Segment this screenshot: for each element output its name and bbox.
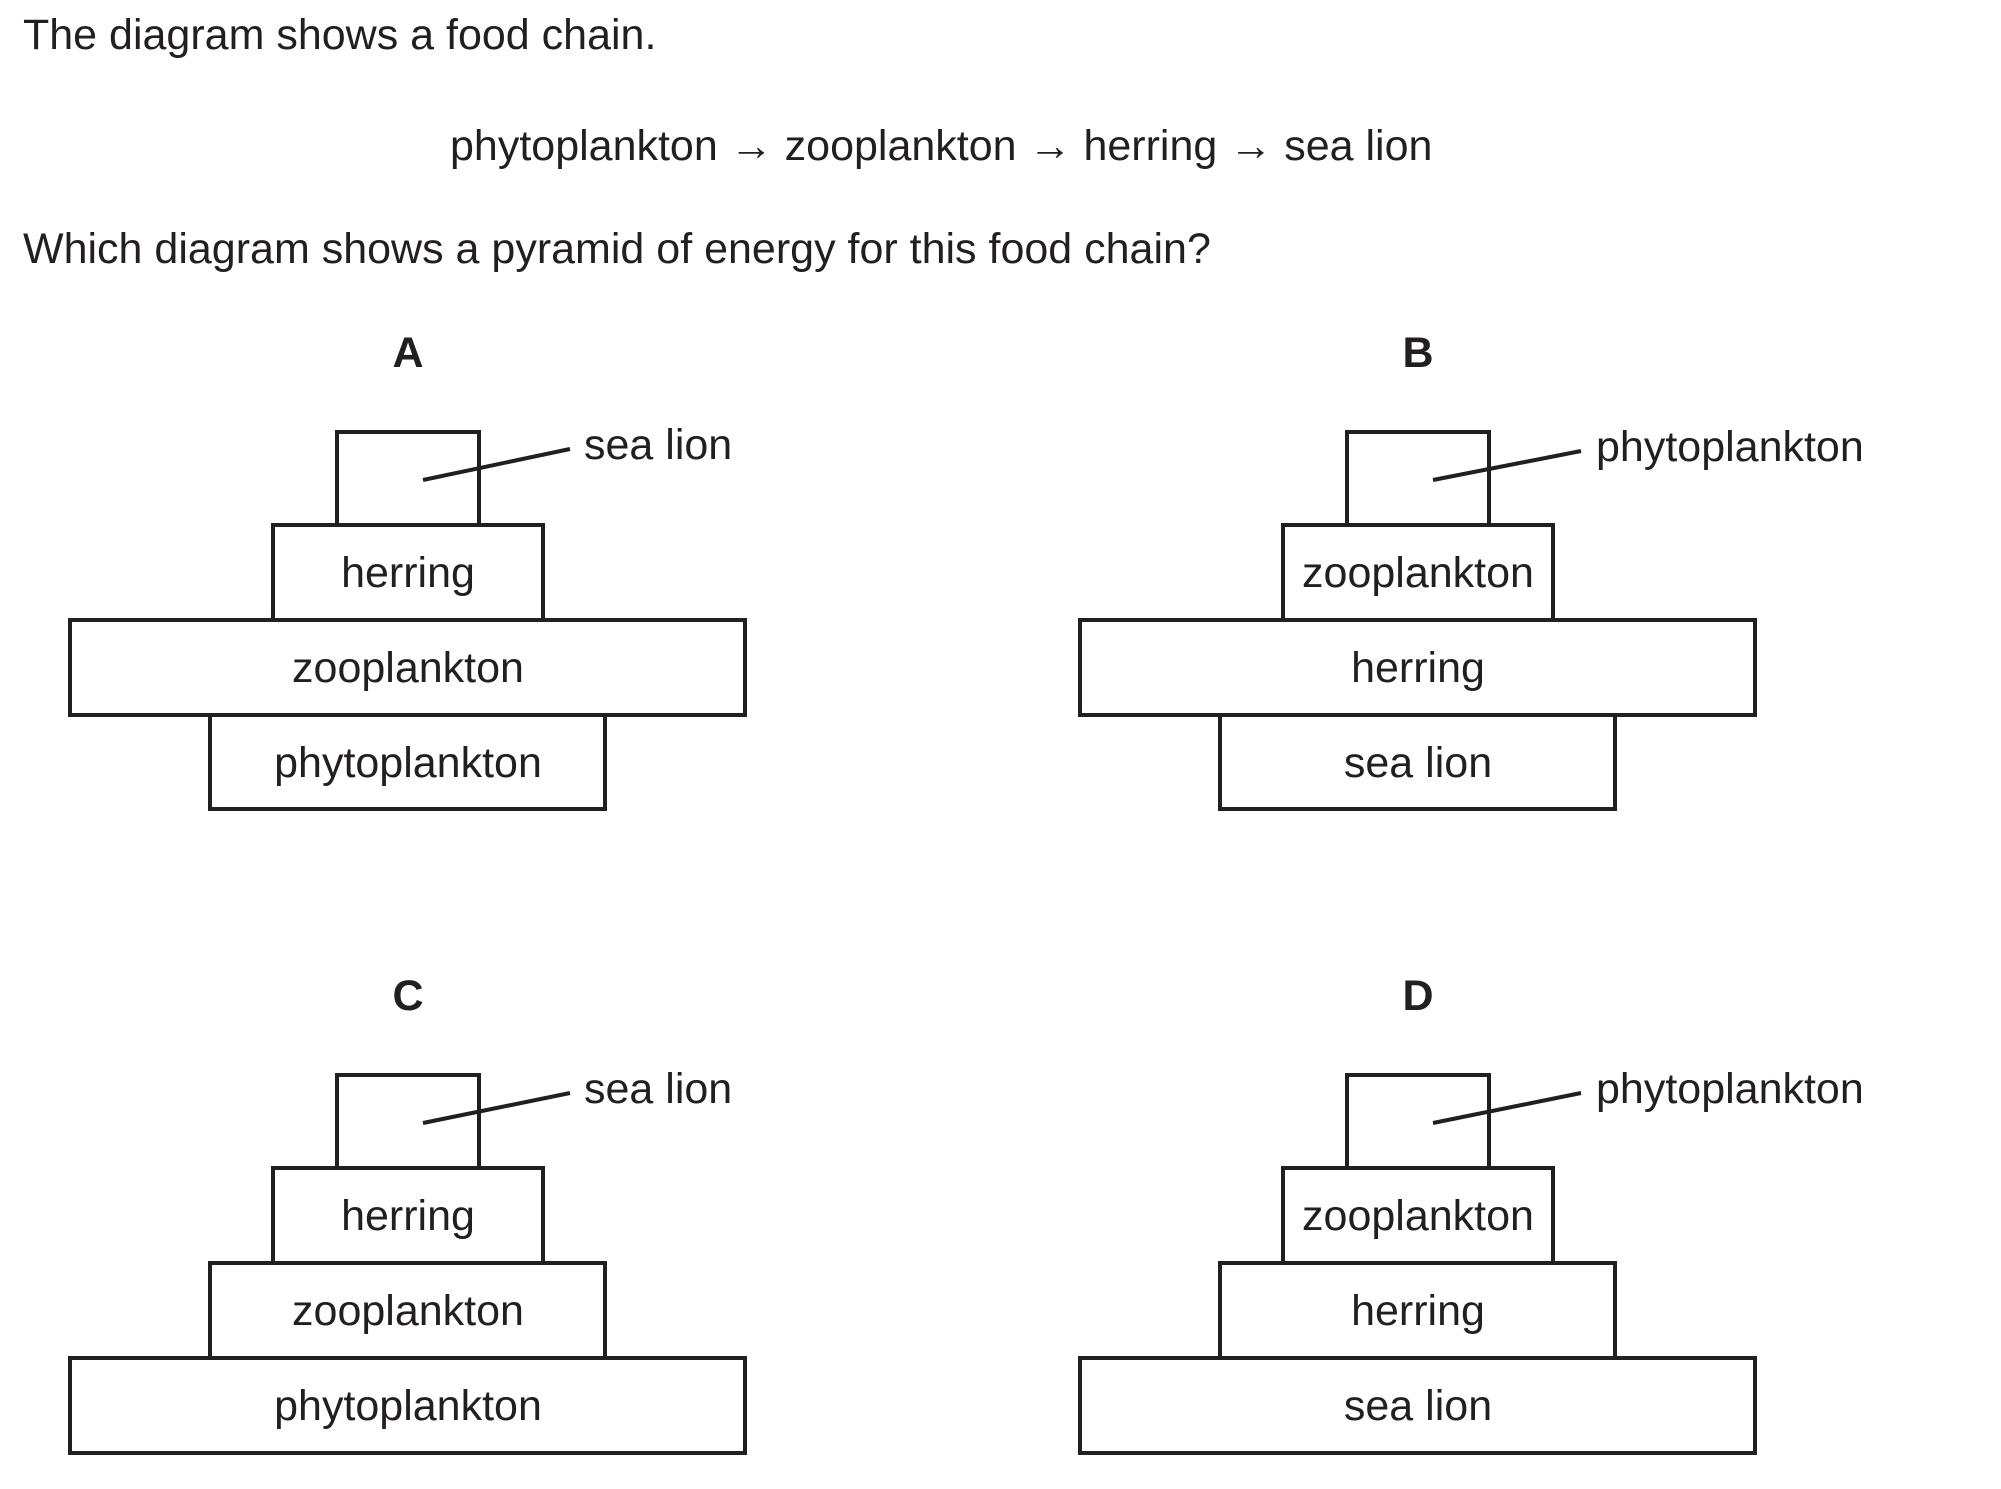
option-b-label-4: sea lion xyxy=(1344,739,1492,787)
option-d-pyramid xyxy=(1078,1073,1757,1455)
option-a-label-1: sea lion xyxy=(584,421,732,469)
option-d-label-4: sea lion xyxy=(1344,1382,1492,1430)
option-a-level-1 xyxy=(335,430,481,527)
option-b-leader-line xyxy=(1432,449,1582,482)
option-a-label-4: phytoplankton xyxy=(274,739,542,787)
option-a-label-3: zooplankton xyxy=(292,644,524,692)
question-text: Which diagram shows a pyramid of energy … xyxy=(23,225,1211,273)
option-c-label-2: herring xyxy=(341,1192,475,1240)
intro-text: The diagram shows a food chain. xyxy=(23,11,657,59)
option-c-level-1 xyxy=(335,1073,481,1170)
option-a-label-2: herring xyxy=(341,549,475,597)
option-c-label-1: sea lion xyxy=(584,1065,732,1113)
option-d-leader-line xyxy=(1432,1091,1582,1125)
option-c-letter: C xyxy=(392,972,423,1020)
option-d-label-3: herring xyxy=(1351,1287,1485,1335)
option-b-level-4 xyxy=(1218,713,1617,811)
option-c-leader-line xyxy=(422,1091,571,1125)
option-b-label-2: zooplankton xyxy=(1302,549,1534,597)
option-d-level-1 xyxy=(1345,1073,1491,1170)
option-a-leader-line xyxy=(422,447,571,482)
option-d-label-1: phytoplankton xyxy=(1596,1065,1864,1113)
option-c-level-4 xyxy=(68,1356,747,1455)
option-b-label-3: herring xyxy=(1351,644,1485,692)
option-b-pyramid xyxy=(1078,430,1757,811)
option-b-letter: B xyxy=(1402,329,1433,377)
option-c-pyramid xyxy=(68,1073,747,1455)
option-c-label-4: phytoplankton xyxy=(274,1382,542,1430)
option-a-pyramid xyxy=(68,430,747,811)
option-b-level-1 xyxy=(1345,430,1491,527)
option-d-letter: D xyxy=(1402,972,1433,1020)
option-c-label-3: zooplankton xyxy=(292,1287,524,1335)
option-b-label-1: phytoplankton xyxy=(1596,423,1864,471)
option-a-letter: A xyxy=(392,329,423,377)
option-d-label-2: zooplankton xyxy=(1302,1192,1534,1240)
food-chain: phytoplankton → zooplankton → herring → … xyxy=(450,122,1433,170)
option-d-level-4 xyxy=(1078,1356,1757,1455)
option-a-level-4 xyxy=(208,713,607,811)
